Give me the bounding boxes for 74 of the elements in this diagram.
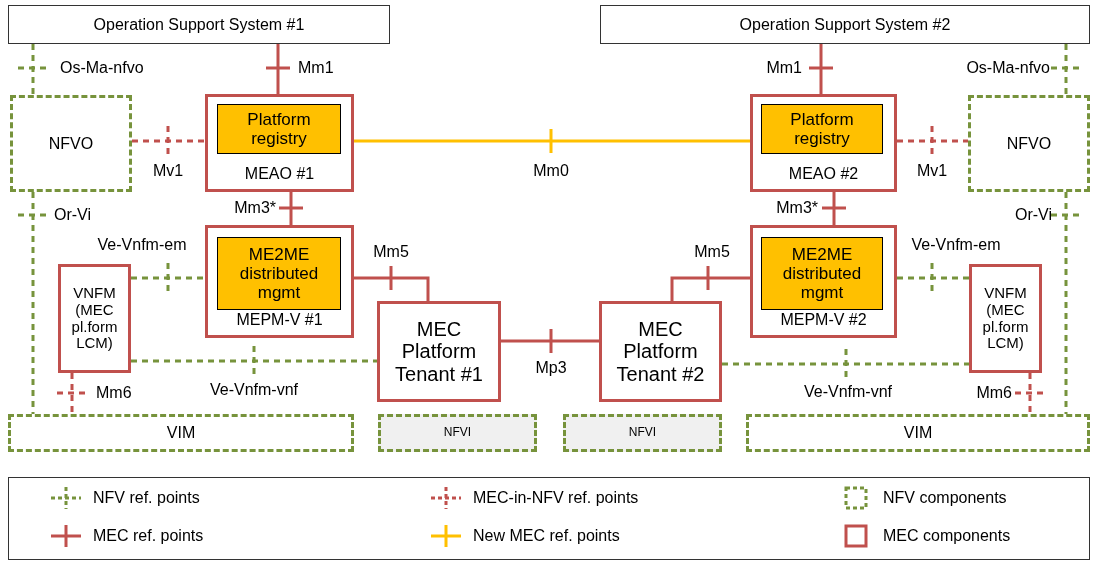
reference-point-line [352,127,752,155]
node-label: VNFM (MEC pl.form LCM) [981,284,1030,353]
nfv-component-box [8,414,354,452]
edge-label: Ve-Vnfm-vnf [210,382,298,398]
system-box [8,5,390,44]
mec-component-box [205,94,354,192]
node-label: MEAO #2 [788,165,859,183]
legend-label: MEC components [883,527,1011,545]
edge-label: Mm1 [298,60,334,76]
mec-component-box [377,301,501,402]
edge-label: Mm1 [766,60,802,76]
edge-label: Mm6 [96,385,132,401]
edge-label: Mm3* [776,200,818,216]
system-box [600,5,1090,44]
mec-component-box [750,94,897,192]
reference-point-line [807,42,835,96]
edge-label: Mv1 [152,163,184,179]
node-label: MEC Platform Tenant #2 [615,317,706,386]
nfv-component-box [746,414,1090,452]
node-label: VIM [903,424,933,442]
mec-component-box [969,264,1042,373]
edge-label: Ve-Vnfm-em [97,237,187,253]
function-box [761,104,883,154]
node-label: MEC Platform Tenant #1 [394,317,484,386]
node-label: VIM [166,424,196,442]
reference-point-line [352,264,430,303]
node-label: VNFM (MEC pl.form LCM) [70,284,119,353]
node-label: MEAO #1 [244,165,315,183]
function-box [217,104,341,154]
reference-point-line [499,327,601,355]
edge-label: Mm0 [533,163,569,179]
legend-label: New MEC ref. points [473,527,620,545]
reference-point-line [670,264,752,303]
node-label: MEPM-V #2 [780,311,867,329]
node-label: NFVO [48,134,94,153]
edge-label: Mm3* [234,200,276,216]
reference-point-line [820,190,848,227]
node-label: Platform registry [789,109,855,149]
reference-point-line [277,190,305,227]
edge-label: Mp3 [535,360,567,376]
nfv-component-box [563,414,722,452]
edge-label: Mm5 [694,244,730,260]
node-label: ME2ME distributed mgmt [781,244,863,303]
node-label: Operation Support System #2 [739,15,951,34]
mec-component-box [205,225,354,338]
edge-label: Os-Ma-nfvo [60,60,144,76]
node-label: MEPM-V #1 [236,311,323,329]
mec-component-box [58,264,131,373]
node-label: NFVO [1006,134,1052,153]
edge-label: Or-Vi [54,207,92,223]
nfv-component-box [10,95,132,192]
edge-label: Ve-Vnfm-vnf [804,384,892,400]
edge-label: Mm6 [976,385,1012,401]
edge-label: Or-Vi [1014,207,1052,223]
node-label: Operation Support System #1 [93,15,305,34]
node-label: ME2ME distributed mgmt [238,244,320,303]
mec-component-box [599,301,722,402]
legend-label: NFV ref. points [93,489,200,507]
mec-component-box [750,225,897,338]
legend-label: MEC-in-NFV ref. points [473,489,639,507]
nfv-component-box [968,95,1090,192]
edge-label: Mv1 [916,163,948,179]
nfv-component-box [378,414,537,452]
edge-label: Ve-Vnfm-em [911,237,1001,253]
node-label: NFVI [628,426,657,440]
legend-label: MEC ref. points [93,527,204,545]
function-box [761,237,883,310]
function-box [217,237,341,310]
node-label: Platform registry [246,109,312,149]
legend-label: NFV components [883,489,1007,507]
node-label: NFVI [443,426,472,440]
reference-point-line [264,42,292,96]
edge-label: Os-Ma-nfvo [966,60,1050,76]
edge-label: Mm5 [373,244,409,260]
